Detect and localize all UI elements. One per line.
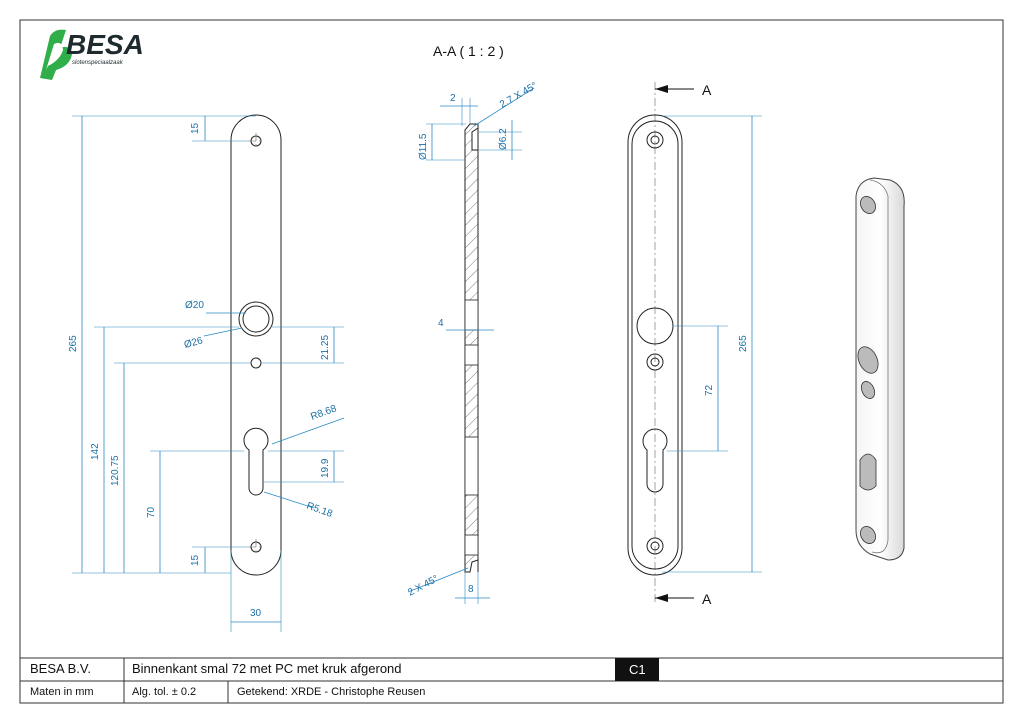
side-view: A A 72 265 xyxy=(627,82,762,607)
section-title: A-A ( 1 : 2 ) xyxy=(433,43,504,59)
dim-bottom-hole: 15 xyxy=(190,554,201,566)
title-drawn-by: Getekend: XRDE - Christophe Reusen xyxy=(237,686,426,698)
dim-70: 70 xyxy=(146,506,157,518)
dim-total-length: 265 xyxy=(68,335,79,352)
dim-top-hole: 15 xyxy=(190,122,201,134)
dim-knob-to-small: 21.25 xyxy=(320,335,331,360)
dim-section-8: 8 xyxy=(468,584,474,595)
dim-side-265: 265 xyxy=(738,335,749,352)
title-company: BESA B.V. xyxy=(30,661,91,676)
title-description: Binnenkant smal 72 met PC met kruk afger… xyxy=(132,661,402,676)
drawing-border xyxy=(19,19,1004,704)
besa-logo: BESA slotenspeciaalzaak xyxy=(40,29,144,81)
section-marker-top: A xyxy=(702,82,712,98)
dim-knob-outer: Ø26 xyxy=(183,335,205,351)
dim-chamfer-top: 2.7 X 45° xyxy=(498,80,539,110)
title-sheet-code: C1 xyxy=(629,662,646,677)
dim-section-4: 4 xyxy=(438,318,444,329)
title-units: Maten in mm xyxy=(30,686,94,698)
front-view: 15 265 142 120.75 70 15 30 Ø20 Ø26 xyxy=(68,114,345,632)
dim-142: 142 xyxy=(90,443,101,460)
dim-chamfer-bottom: 2 X 45° xyxy=(406,573,440,598)
dim-r-top: R8.68 xyxy=(309,403,338,423)
dim-r-bottom: R5.18 xyxy=(305,500,334,520)
dim-width: 30 xyxy=(250,608,262,619)
isometric-view xyxy=(855,177,905,561)
dim-section-2: 2 xyxy=(450,93,456,104)
dim-side-72: 72 xyxy=(704,384,715,396)
title-tolerance: Alg. tol. ± 0.2 xyxy=(132,686,197,698)
dim-120: 120.75 xyxy=(110,455,121,486)
title-block-grid xyxy=(20,657,1003,703)
logo-tagline: slotenspeciaalzaak xyxy=(72,60,124,66)
section-marker-bottom: A xyxy=(702,591,712,607)
dim-knob-inner: Ø20 xyxy=(185,300,204,311)
sheet-code-box xyxy=(615,658,659,681)
section-view: 2 2.7 X 45° Ø11.5 Ø6.2 4 2 X 45° 8 xyxy=(406,80,539,604)
dim-dia-62: Ø6.2 xyxy=(498,128,509,150)
logo-text: BESA xyxy=(66,29,144,60)
dim-dia-115: Ø11.5 xyxy=(418,133,429,160)
dim-cyl-height: 19.9 xyxy=(320,458,331,478)
